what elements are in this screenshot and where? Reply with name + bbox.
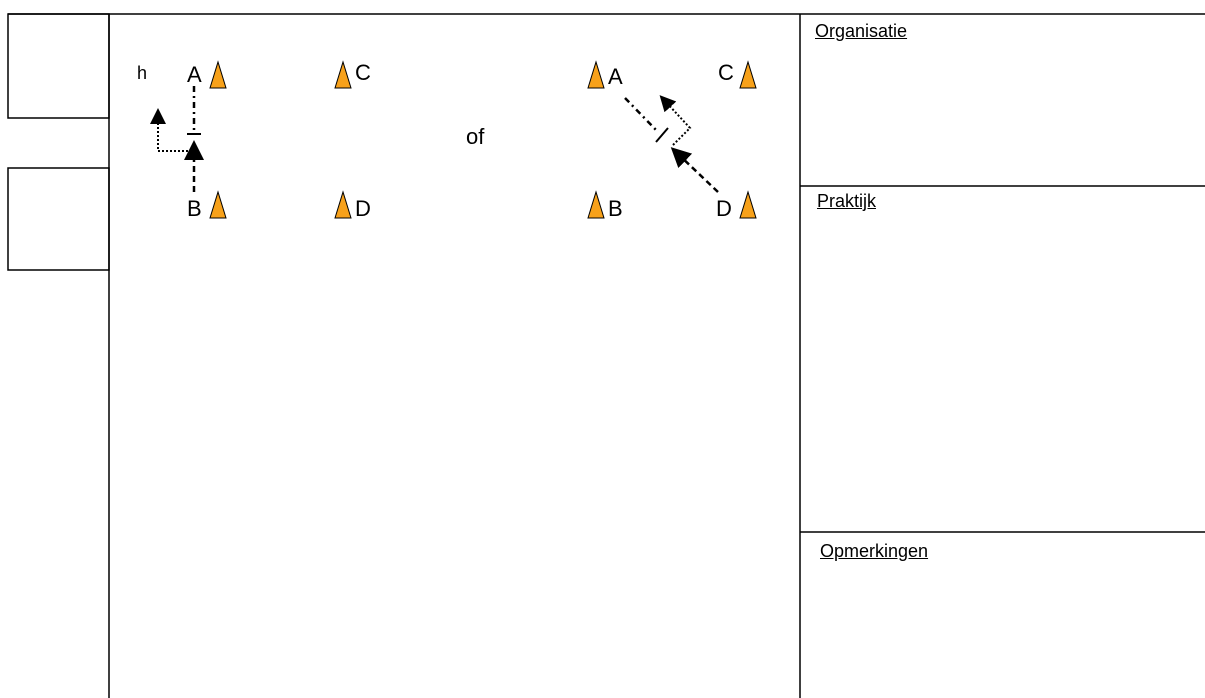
cone-label-right-c: C	[718, 60, 734, 85]
cone-label-right-a: A	[608, 64, 623, 89]
section-title-organisatie: Organisatie	[815, 21, 908, 41]
run-line-right	[670, 147, 719, 193]
cone-label-right-b: B	[608, 196, 623, 221]
cone-label-left-b: B	[187, 196, 202, 221]
cone-label-left-c: C	[355, 60, 371, 85]
section-title-opmerkingen: Opmerkingen	[820, 541, 929, 561]
pass-line-right	[624, 97, 659, 133]
cone-label-left-d: D	[355, 196, 371, 221]
dribble-line-right	[659, 95, 692, 146]
cone-left-b	[209, 190, 227, 219]
cone-right-a	[587, 60, 605, 89]
dribble-line-left	[150, 108, 192, 152]
cone-left-c	[334, 60, 352, 89]
cone-right-c	[739, 60, 757, 89]
diagram-or-label: of	[466, 124, 485, 149]
cone-left-a	[209, 60, 227, 89]
player-mark-right	[655, 127, 669, 143]
cone-left-d	[334, 190, 352, 219]
diagram-label-h: h	[137, 63, 148, 83]
cone-right-d	[739, 190, 757, 219]
cone-right-b	[587, 190, 605, 219]
cone-label-left-a: A	[187, 62, 202, 87]
section-title-praktijk: Praktijk	[817, 191, 877, 211]
cone-label-right-d: D	[716, 196, 732, 221]
